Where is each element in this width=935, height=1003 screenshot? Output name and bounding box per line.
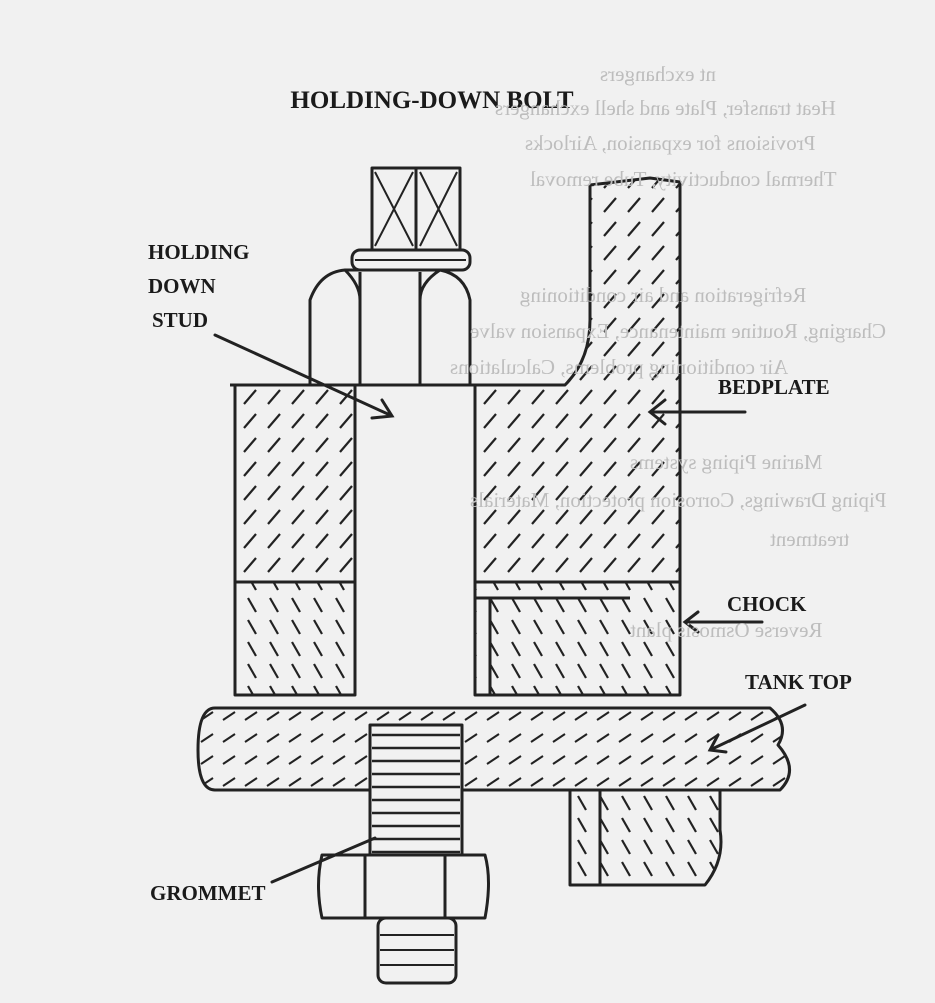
label-holding-down-stud-3: STUD bbox=[152, 308, 208, 332]
chock-left bbox=[233, 580, 357, 697]
label-chock: CHOCK bbox=[727, 592, 807, 616]
label-bedplate: BEDPLATE bbox=[718, 375, 830, 399]
diagram-title: HOLDING-DOWN BOLT bbox=[290, 87, 573, 114]
label-grommet: GROMMET bbox=[150, 881, 266, 905]
bedplate-left-section bbox=[233, 383, 357, 584]
tank-top-bracket bbox=[568, 788, 723, 887]
label-tank-top: TANK TOP bbox=[745, 670, 852, 694]
label-holding-down-stud-1: HOLDING bbox=[148, 240, 250, 264]
grommet-leader bbox=[270, 836, 377, 884]
upper-nut bbox=[308, 268, 472, 387]
chock-right bbox=[473, 580, 682, 697]
chock-arrow bbox=[682, 610, 764, 634]
bedplate-arrow bbox=[647, 398, 747, 426]
stud-shank bbox=[355, 385, 475, 695]
bedplate bbox=[473, 176, 682, 584]
tank-top-arrow bbox=[707, 703, 807, 754]
stud-leader-arrow bbox=[213, 333, 395, 420]
lower-nut bbox=[317, 853, 490, 920]
label-holding-down-stud-2: DOWN bbox=[148, 274, 216, 298]
tank-top bbox=[196, 706, 791, 792]
